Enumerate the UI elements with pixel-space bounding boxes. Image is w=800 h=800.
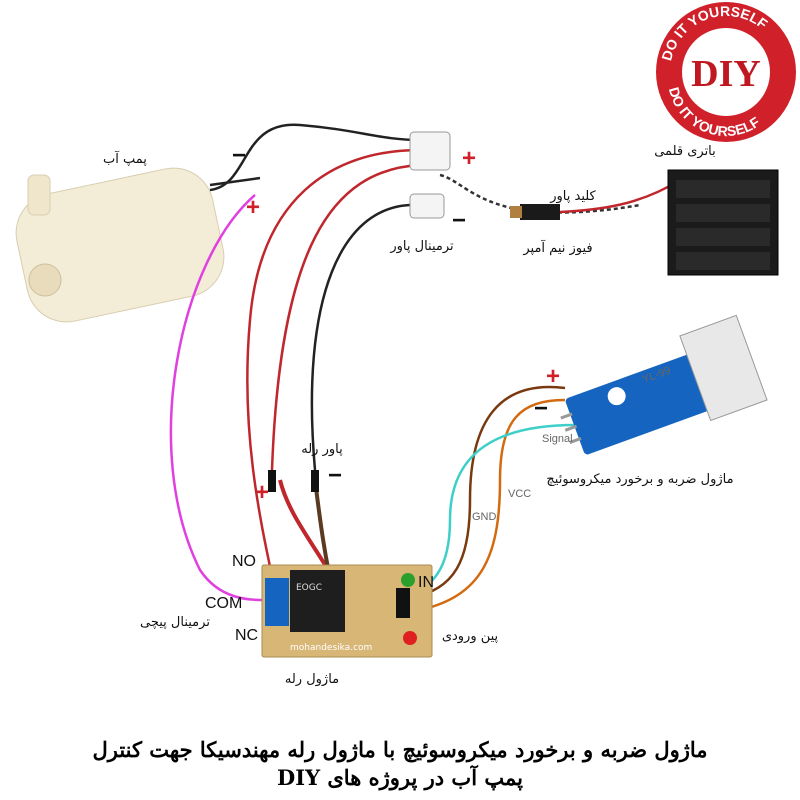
battery-label: باتری قلمی (654, 144, 716, 159)
pin-com: COM (205, 595, 242, 612)
signal-wire (409, 423, 576, 592)
caption-line-2: پمپ آب در پروژه های DIY (277, 765, 523, 790)
svg-text:DIY: DIY (691, 53, 761, 95)
terminal-minus-sign: − (452, 207, 466, 234)
pin-nc: NC (235, 627, 258, 644)
svg-text:EOGC: EOGC (296, 583, 322, 593)
fuse-label: فیوز نیم آمپر (522, 239, 592, 256)
power-switch-label: کلید پاور (549, 189, 596, 204)
relay-com-red-wire (246, 148, 421, 591)
pump-positive-wire (169, 194, 266, 602)
relay-power-label: پاور رله (301, 442, 343, 457)
relay-plus-sign: + (255, 479, 269, 506)
input-pin-label: پین ورودی (442, 629, 499, 644)
gnd-wire (409, 385, 566, 600)
relay-minus-sign: − (328, 462, 342, 489)
sensor-minus-sign: − (534, 395, 548, 422)
gnd-label: GND (472, 511, 497, 523)
power-terminal (409, 131, 451, 219)
screw-terminal-label: ترمینال پیچی (140, 615, 210, 630)
relay-module: EOGC mohandesika.com (261, 564, 433, 658)
wires (169, 123, 681, 614)
diy-logo: DIY DO IT YOURSELF DO IT YOURSELF (656, 2, 796, 142)
power-terminal-label: ترمینال پاور (389, 239, 454, 254)
pump-label: پمپ آب (103, 150, 147, 167)
pump-negative-wire (209, 123, 421, 192)
svg-text:mohandesika.com: mohandesika.com (290, 643, 372, 653)
microswitch-module: YL-99 (560, 314, 768, 455)
microswitch-module-label: ماژول ضربه و برخورد میکروسوئیچ (546, 472, 733, 487)
caption-line-1: ماژول ضربه و برخورد میکروسوئیچ با ماژول … (92, 737, 708, 762)
sensor-plus-sign: + (546, 363, 560, 390)
relay-module-label: ماژول رله (285, 672, 339, 687)
signal-label: Signal (542, 433, 573, 445)
water-pump (15, 167, 225, 323)
pin-in: IN (418, 574, 434, 591)
relay-power-red-wire (270, 163, 421, 471)
pump-minus-sign: − (232, 142, 246, 169)
terminal-plus-sign: + (462, 145, 476, 172)
relay-power-black-wire (310, 203, 421, 471)
pin-no: NO (232, 553, 256, 570)
vcc-wire (409, 398, 566, 614)
vcc-label: VCC (508, 488, 531, 500)
power-switch (510, 204, 560, 220)
pump-plus-sign: + (246, 194, 260, 221)
battery-holder (667, 169, 779, 276)
